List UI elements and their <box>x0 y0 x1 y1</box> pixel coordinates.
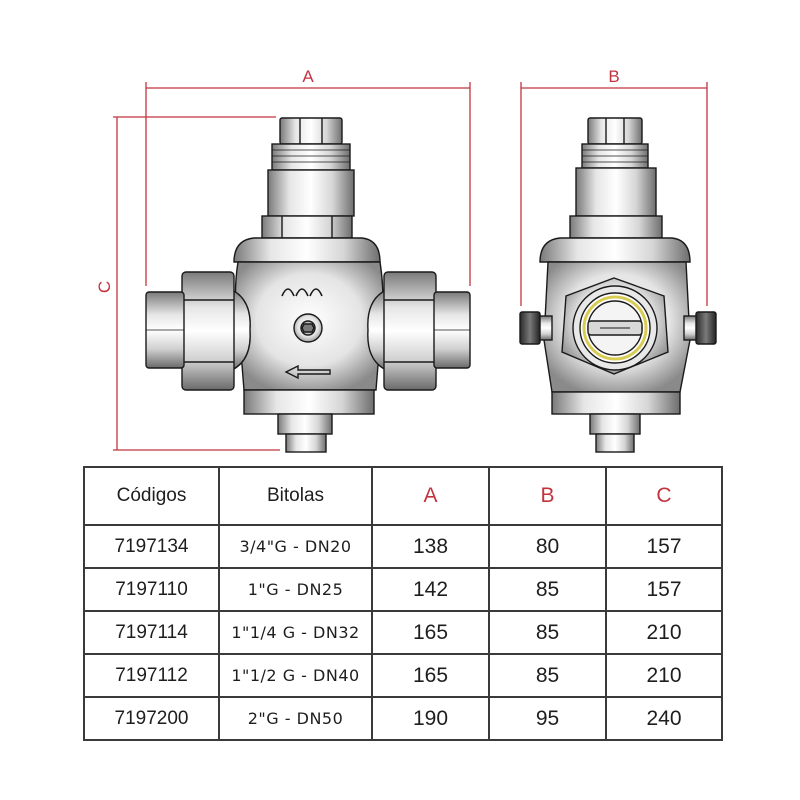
table-row: 7197200 2"G - DN50 190 95 240 <box>83 696 723 741</box>
cell-a: 142 <box>371 567 490 612</box>
cell-code: 7197134 <box>83 524 220 569</box>
cell-code: 7197114 <box>83 610 220 655</box>
dimension-lines <box>113 82 708 451</box>
cell-code: 7197200 <box>83 696 220 741</box>
cell-gauge: 3/4"G - DN20 <box>218 524 373 569</box>
cell-a: 165 <box>371 653 490 698</box>
table-row: 7197112 1"1/2 G - DN40 165 85 210 <box>83 653 723 698</box>
cell-code: 7197112 <box>83 653 220 698</box>
cell-c: 240 <box>605 696 723 741</box>
cell-b: 85 <box>488 567 607 612</box>
cell-b: 85 <box>488 653 607 698</box>
valve-side-view <box>519 117 717 453</box>
header-codigos: Códigos <box>83 466 220 526</box>
cell-c: 210 <box>605 653 723 698</box>
cell-gauge: 1"G - DN25 <box>218 567 373 612</box>
cell-c: 157 <box>605 567 723 612</box>
table-row: 7197114 1"1/4 G - DN32 165 85 210 <box>83 610 723 655</box>
cell-c: 157 <box>605 524 723 569</box>
technical-drawing: A B C <box>95 67 717 453</box>
cell-a: 138 <box>371 524 490 569</box>
header-a: A <box>371 466 490 526</box>
cell-c: 210 <box>605 610 723 655</box>
header-c: C <box>605 466 723 526</box>
dimension-label-c: C <box>95 281 114 293</box>
table-header-row: Códigos Bitolas A B C <box>83 466 723 526</box>
cell-b: 85 <box>488 610 607 655</box>
header-b: B <box>488 466 607 526</box>
cell-b: 80 <box>488 524 607 569</box>
cell-a: 165 <box>371 610 490 655</box>
specification-table: Códigos Bitolas A B C 7197134 3/4"G - DN… <box>83 466 723 741</box>
table-row: 7197110 1"G - DN25 142 85 157 <box>83 567 723 612</box>
cell-b: 95 <box>488 696 607 741</box>
table-row: 7197134 3/4"G - DN20 138 80 157 <box>83 524 723 569</box>
valve-front-view <box>145 117 471 453</box>
cell-a: 190 <box>371 696 490 741</box>
cell-code: 7197110 <box>83 567 220 612</box>
cell-gauge: 1"1/2 G - DN40 <box>218 653 373 698</box>
header-bitolas: Bitolas <box>218 466 373 526</box>
cell-gauge: 2"G - DN50 <box>218 696 373 741</box>
dimension-label-a: A <box>302 67 314 86</box>
cell-gauge: 1"1/4 G - DN32 <box>218 610 373 655</box>
dimension-label-b: B <box>608 67 619 86</box>
